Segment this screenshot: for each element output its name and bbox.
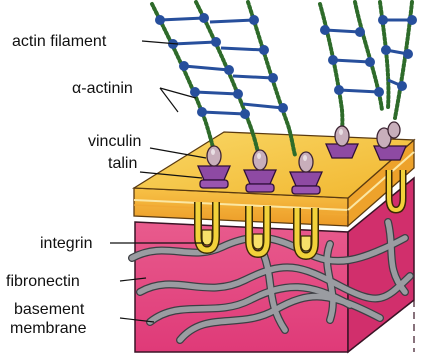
label-fibronectin: fibronectin [6,273,80,290]
label-membrane: membrane [10,320,87,337]
alpha-actinin-crosslinks [157,15,416,118]
label-integrin: integrin [40,235,92,252]
actin-filaments [152,2,412,155]
label-talin: talin [108,155,137,172]
label-basement: basement [14,301,85,318]
label-alpha-actinin: α-actinin [72,80,133,97]
label-actin-filament: actin filament [12,33,107,50]
labels: actin filament α-actinin vinculin talin … [6,33,141,337]
label-vinculin: vinculin [88,133,141,150]
